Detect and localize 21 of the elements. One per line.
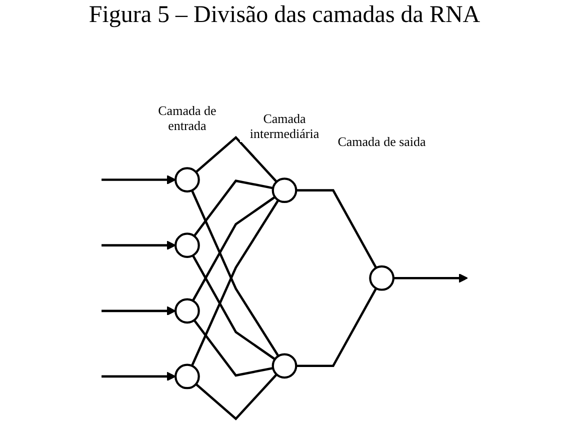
arrow: [102, 306, 176, 316]
connector: [195, 136, 278, 182]
neuron-circle: [174, 364, 200, 389]
connector: [193, 179, 274, 236]
figure-title: Figura 5 – Divisão das camadas da RNA: [88, 2, 482, 29]
neuron-circle: [174, 298, 200, 324]
neuron-circle: [272, 352, 298, 378]
connector: [296, 188, 378, 268]
neuron-circle: [174, 166, 200, 192]
arrow: [393, 273, 468, 283]
connector: [195, 373, 278, 420]
neuron-circle: [174, 232, 200, 258]
neuron-circle: [272, 177, 298, 203]
arrow: [102, 174, 176, 184]
connector: [192, 196, 276, 302]
neuron-circle: [369, 265, 394, 291]
connector: [192, 254, 276, 360]
arrow: [102, 240, 176, 250]
arrow: [102, 372, 176, 381]
connector: [193, 319, 274, 376]
connector: [296, 288, 378, 367]
